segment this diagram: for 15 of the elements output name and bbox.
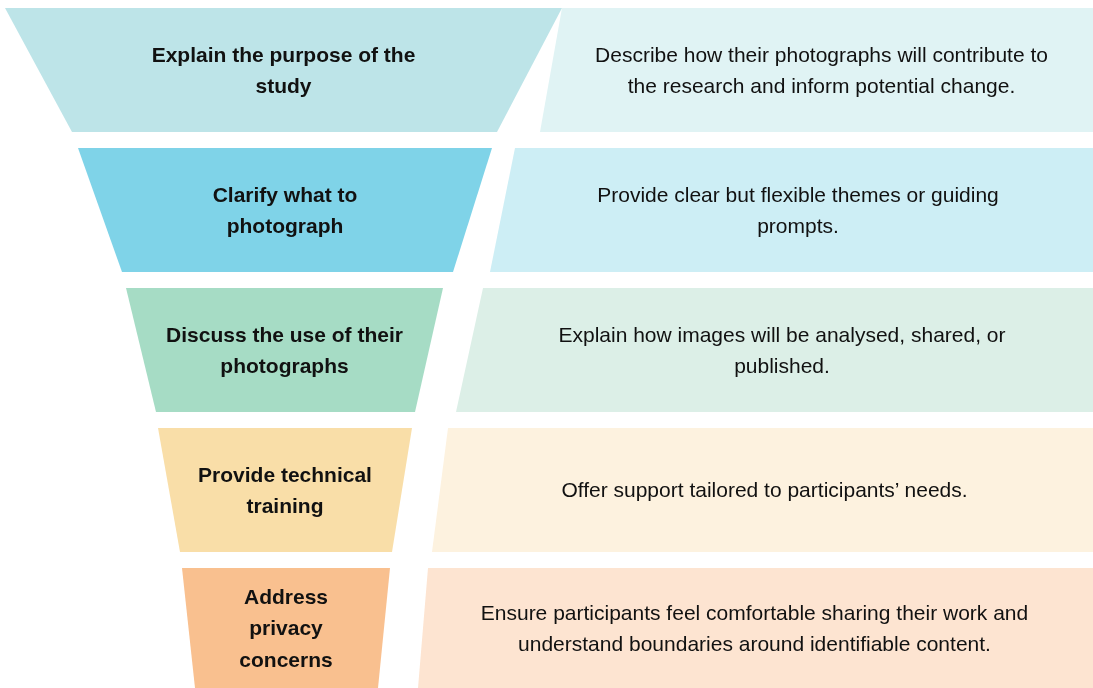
description-panel xyxy=(418,568,1093,688)
step-title: Discuss the use of their photographs xyxy=(165,321,404,379)
description-text: Provide clear but flexible themes or guiding prompts. xyxy=(596,181,1000,239)
description-panel xyxy=(432,428,1093,552)
description-panel xyxy=(456,288,1093,412)
description-text: Describe how their photographs will contribute to the research and inform potential change. xyxy=(594,41,1049,99)
description-panel xyxy=(540,8,1093,132)
description-panel xyxy=(490,148,1093,272)
step-title: Address privacy concerns xyxy=(238,583,334,673)
step-title: Provide technical training xyxy=(197,461,373,519)
description-text: Ensure participants feel comfortable sharing their work and understand boundaries around identifiable content. xyxy=(479,599,1030,657)
step-title: Explain the purpose of the study xyxy=(150,41,417,99)
step-title: Clarify what to photograph xyxy=(211,181,359,239)
description-text: Offer support tailored to participants’ needs. xyxy=(561,477,969,504)
description-text: Explain how images will be analysed, shared, or published. xyxy=(557,321,1007,379)
